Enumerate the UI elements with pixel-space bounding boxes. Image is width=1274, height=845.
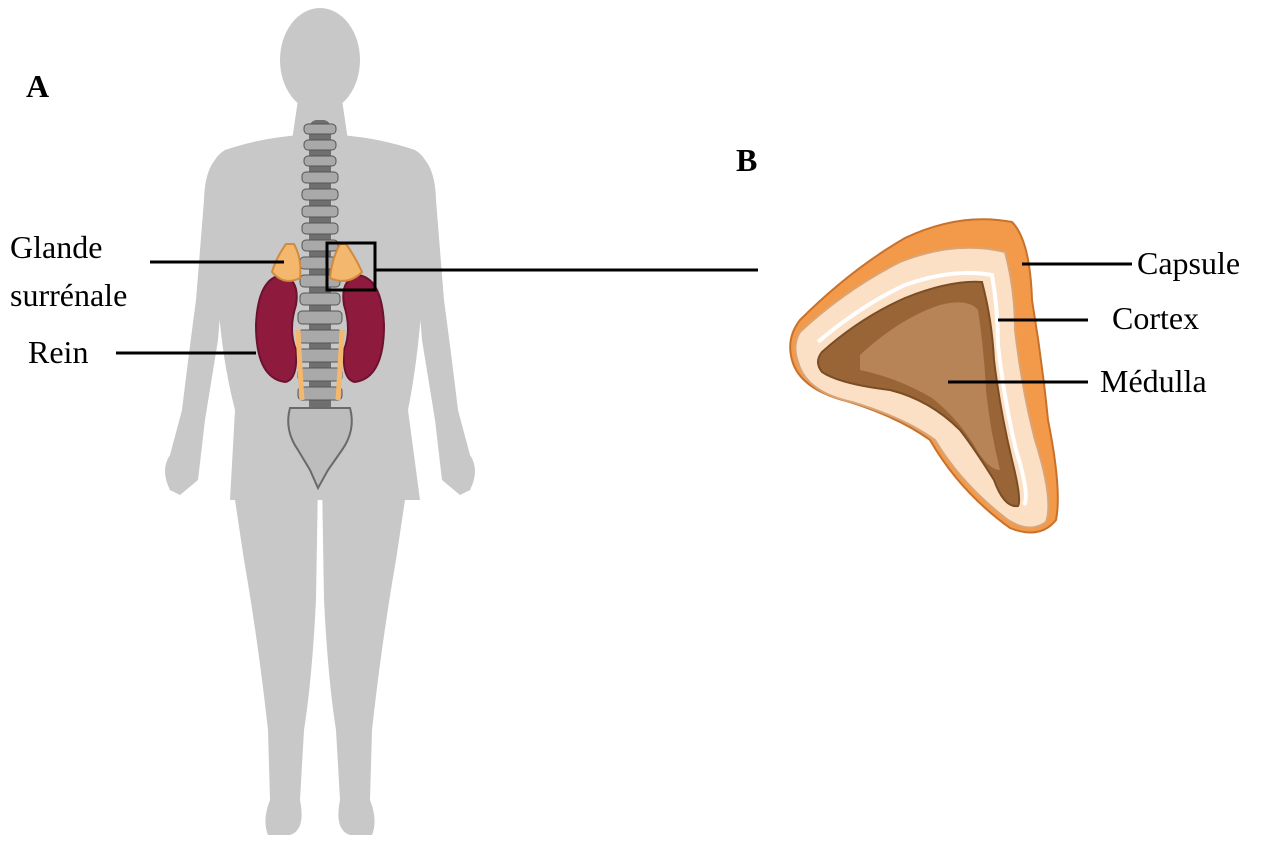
- medulla-label: Médulla: [1100, 362, 1207, 400]
- kidney-label: Rein: [28, 333, 88, 371]
- capsule-label: Capsule: [1137, 244, 1240, 282]
- adrenal-cross-section: [790, 219, 1058, 532]
- cortex-label: Cortex: [1112, 299, 1199, 337]
- gland-label-line1: Glande: [10, 228, 102, 266]
- gland-label-line2: surrénale: [10, 276, 127, 314]
- panel-label-a: A: [26, 68, 49, 105]
- panel-label-b: B: [736, 142, 757, 179]
